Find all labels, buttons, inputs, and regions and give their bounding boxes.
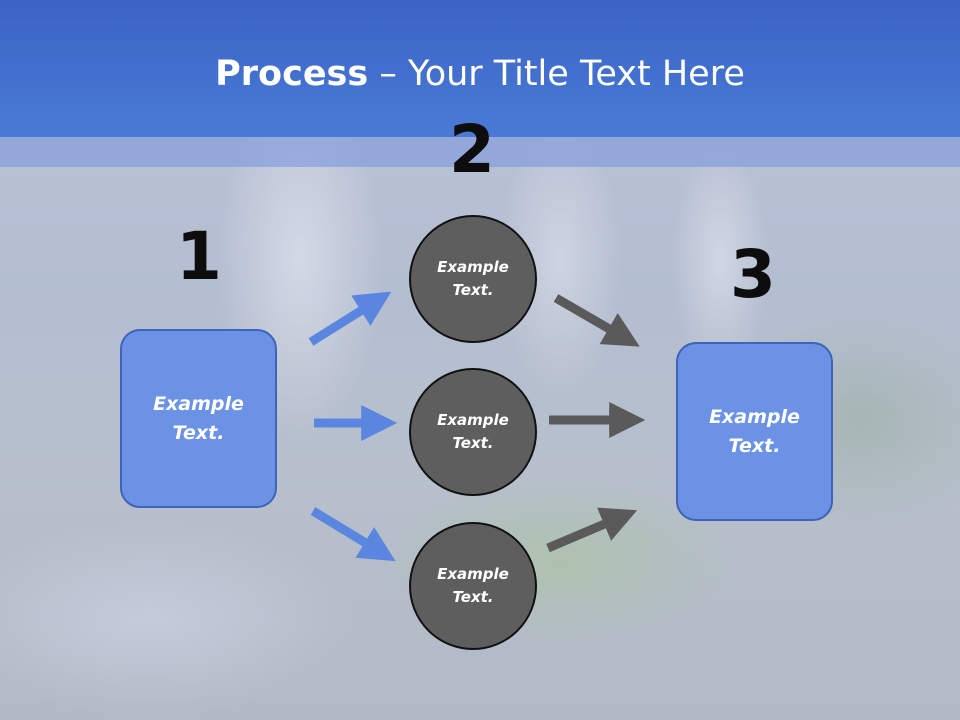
- step-2-circle-bottom-text: Example Text.: [437, 565, 509, 606]
- step-number-2: 2: [449, 111, 495, 188]
- title-bar: [0, 0, 960, 137]
- step-3-box-text: Example Text.: [709, 405, 800, 457]
- slide-title-rest: – Your Title Text Here: [368, 54, 745, 94]
- step-2-circle-middle[interactable]: Example Text.: [409, 368, 537, 496]
- step-1-box[interactable]: Example Text.: [120, 329, 277, 508]
- arrow-top-circle-to-3: [553, 294, 640, 347]
- step-2-circle-middle-text: Example Text.: [437, 411, 509, 452]
- arrow-1-to-bottom-circle: [310, 507, 396, 562]
- step-2-circle-top-text: Example Text.: [437, 258, 509, 299]
- arrow-bottom-circle-to-3: [546, 507, 638, 553]
- step-number-1: 1: [176, 218, 222, 295]
- step-number-3: 3: [730, 236, 776, 313]
- step-2-circle-top[interactable]: Example Text.: [409, 215, 537, 343]
- step-1-box-text: Example Text.: [153, 392, 244, 444]
- title-bar-strip: [0, 137, 960, 167]
- arrow-1-to-top-circle: [308, 291, 392, 346]
- slide-title-bold: Process: [215, 54, 369, 94]
- slide-title: Process – Your Title Text Here: [0, 52, 960, 96]
- step-2-circle-bottom[interactable]: Example Text.: [409, 522, 537, 650]
- step-3-box[interactable]: Example Text.: [676, 342, 833, 521]
